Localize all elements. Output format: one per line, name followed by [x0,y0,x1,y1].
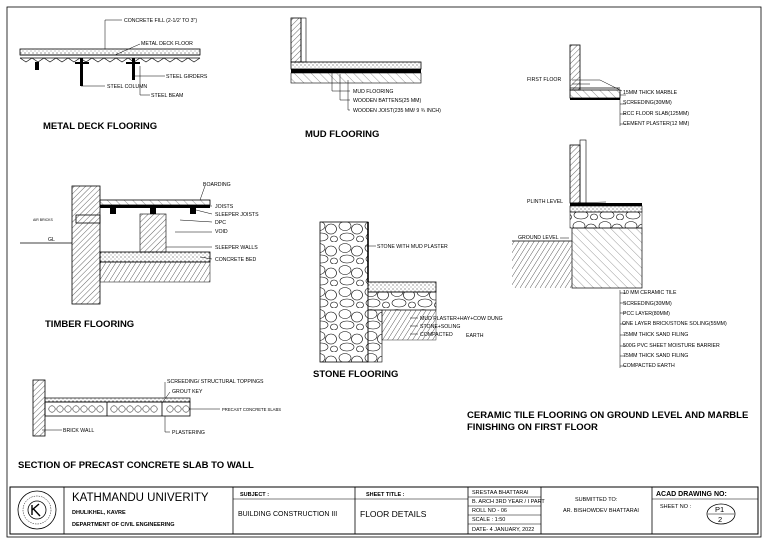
timber-air-bricks-label: AIR BRICKS [33,218,54,222]
university-seal [17,490,57,530]
date-value: DATE- 4 JANUARY, 2022 [472,527,534,533]
ceramic-lower-1: 10 MM CERAMIC TILE [623,290,677,296]
scale-value: SCALE : 1:50 [472,517,505,523]
drawing-no-label: ACAD DRAWING NO: [656,491,727,498]
ceramic-level-3: GROUND LEVEL [518,235,559,241]
precast-label-3: PRECAST CONCRETE SLABS [222,407,281,412]
sheet-no-label: SHEET NO : [660,504,692,510]
mud-label-2: WOODEN BATTENS(25 MM) [353,98,421,104]
sheet-border [6,6,762,538]
title-block [9,486,759,535]
ceramic-lower-5: 75MM THICK SAND FILING [623,332,688,338]
ceramic-upper-2: SCREEDING(30MM) [623,100,672,106]
metal-deck-label-3: STEEL GIRDERS [166,74,208,80]
stone-label-3: STONE+SOLING [420,324,460,330]
ceramic-level-1: FIRST FLOOR [527,77,561,83]
metal-deck-drawing [19,19,201,96]
timber-drawing [20,185,213,305]
timber-label-7: CONCRETE BED [215,257,256,263]
timber-label-3: SLEEPER JOISTS [215,212,259,218]
student-year: B. ARCH 3RD YEAR / I PART [472,499,545,505]
metal-deck-title: METAL DECK FLOORING [43,121,157,132]
stone-label-1: STONE WITH MUD PLASTER [377,244,448,250]
metal-deck-label-4: STEEL COLUMN [107,84,147,90]
subject-value: BUILDING CONSTRUCTION III [238,511,337,518]
mud-label-3: WOODEN JOIST(235 MM/ 9 ¾ INCH) [353,108,441,114]
ceramic-title-line2: FINISHING ON FIRST FLOOR [467,422,598,433]
department-name: DEPARTMENT OF CIVIL ENGINEERING [72,522,174,528]
ceramic-upper-4: CEMENT PLASTER(12 MM) [623,121,689,127]
university-location: DHULIKHEL, KAVRE [72,510,126,516]
metal-deck-label-1: CONCRETE FILL (2-1/2' TO 3") [124,18,197,24]
ceramic-upper-1: 15MM THICK MARBLE [623,90,678,96]
sheet-number-badge [706,503,736,525]
timber-title: TIMBER FLOORING [45,319,134,330]
precast-label-2: GROUT KEY [172,389,203,395]
subject-label: SUBJECT : [240,492,269,498]
ceramic-drawing [512,44,643,368]
student-name: SRESTAA BHATTARAI [472,490,529,496]
roll-number: ROLL NO - 06 [472,508,507,514]
timber-label-5: VOID [215,229,228,235]
ceramic-lower-3: PCC LAYER(80MM) [623,311,670,317]
ceramic-lower-8: COMPACTED EARTH [623,363,675,369]
ceramic-lower-6: 500G PVC SHEET MOISTURE BARRIER [623,343,720,349]
precast-label-5: PLASTERING [172,430,205,436]
timber-label-1: BOARDING [203,182,231,188]
timber-gl-label: GL [48,237,55,243]
ceramic-lower-2: SCREEDING(30MM) [623,301,672,307]
precast-label-1: SCREEDING/ STRUCTURAL TOPPINGS [167,379,264,385]
university-name: KATHMANDU UNIVERITY [72,492,209,504]
ceramic-level-2: PLINTH LEVEL [527,199,563,205]
precast-label-4: BRICK WALL [63,428,94,434]
ceramic-title-line1: CERAMIC TILE FLOORING ON GROUND LEVEL AN… [467,410,748,421]
mud-drawing [290,17,422,111]
timber-label-6: SLEEPER WALLS [215,245,258,251]
precast-drawing [32,379,220,437]
sheet-code: P1 [715,505,724,514]
mud-label-1: MUD FLOORING [353,89,393,95]
metal-deck-label-2: METAL DECK FLOOR [141,41,193,47]
stone-label-5: EARTH [466,333,484,339]
precast-title: SECTION OF PRECAST CONCRETE SLAB TO WALL [18,460,254,471]
stone-label-4: COMPACTED [420,332,453,338]
sheet-title-label: SHEET TITLE : [366,492,405,498]
stone-title: STONE FLOORING [313,369,398,380]
stone-drawing [319,221,437,363]
sheet-number: 2 [718,515,722,524]
stone-label-2: MUD PLASTER+HAY+COW DUNG [420,316,503,322]
ceramic-lower-4: ONE LAYER BRICK/STONE SOLING(55MM) [622,321,727,327]
submitted-to-value: AR. BISHOWDEV BHATTARAI [563,508,639,514]
submitted-to-label: SUBMITTED TO: [575,497,618,503]
timber-label-2: JOISTS [215,204,234,210]
timber-label-4: DPC [215,220,226,226]
mud-title: MUD FLOORING [305,129,379,140]
ceramic-lower-7: 75MM THICK SAND FILING [623,353,688,359]
metal-deck-label-5: STEEL BEAM [151,93,183,99]
sheet-title-value: FLOOR DETAILS [360,509,427,519]
ceramic-upper-3: RCC FLOOR SLAB(125MM) [623,111,689,117]
